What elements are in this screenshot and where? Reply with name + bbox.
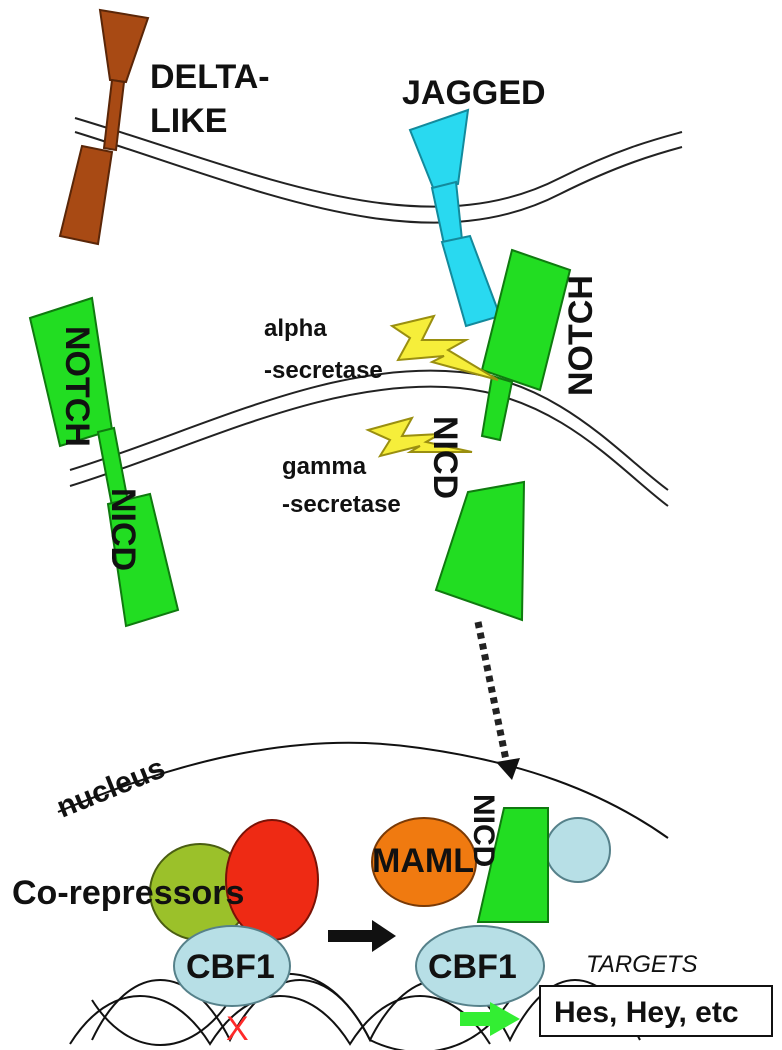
nicd-right-label: NICD bbox=[426, 416, 464, 499]
jagged-label: JAGGED bbox=[402, 74, 546, 112]
notch-receptor-right bbox=[434, 248, 572, 622]
nicd-left-label: NICD bbox=[104, 488, 142, 571]
delta-like-label-line2: LIKE bbox=[150, 102, 227, 140]
repression-x-mark: X bbox=[226, 1010, 249, 1048]
nicd-translocation-arrow bbox=[474, 621, 520, 780]
alpha-secretase-bolt bbox=[389, 314, 499, 381]
nicd-nuclear-label: NICD bbox=[467, 794, 500, 867]
lower-membrane bbox=[69, 369, 669, 507]
upper-membrane bbox=[74, 117, 683, 224]
target-genes-label: Hes, Hey, etc bbox=[554, 996, 739, 1029]
cbf1-left-label: CBF1 bbox=[186, 948, 275, 986]
cbf1-left bbox=[173, 925, 291, 1007]
co-repressors-label: Co-repressors bbox=[12, 874, 244, 912]
gamma-secretase-bolt bbox=[365, 416, 473, 458]
alpha-secretase-label-line1: alpha bbox=[264, 315, 327, 342]
cbf1-right bbox=[415, 925, 545, 1007]
gamma-secretase-label-line2: -secretase bbox=[282, 491, 401, 518]
nicd-nuclear bbox=[476, 807, 549, 923]
maml-label: MAML bbox=[372, 842, 474, 880]
alpha-secretase-label-line2: -secretase bbox=[264, 357, 383, 384]
nucleus-label: nucleus bbox=[52, 751, 169, 824]
cbf1-right-label: CBF1 bbox=[428, 948, 517, 986]
delta-like-ligand bbox=[58, 8, 150, 246]
coactivator-protein bbox=[545, 817, 611, 883]
nuclear-envelope bbox=[57, 741, 669, 839]
notch-receptor-left bbox=[28, 296, 180, 628]
targets-heading: TARGETS bbox=[586, 951, 698, 978]
delta-like-label-line1: DELTA- bbox=[150, 58, 270, 96]
maml-protein bbox=[371, 817, 477, 907]
target-genes-box bbox=[539, 985, 773, 1037]
activation-arrow bbox=[460, 1002, 520, 1036]
transition-arrow bbox=[328, 920, 396, 952]
jagged-ligand bbox=[408, 108, 502, 328]
gamma-secretase-label-line1: gamma bbox=[282, 453, 367, 480]
notch-right-label: NOTCH bbox=[562, 275, 600, 396]
notch-left-label: NOTCH bbox=[58, 326, 96, 447]
